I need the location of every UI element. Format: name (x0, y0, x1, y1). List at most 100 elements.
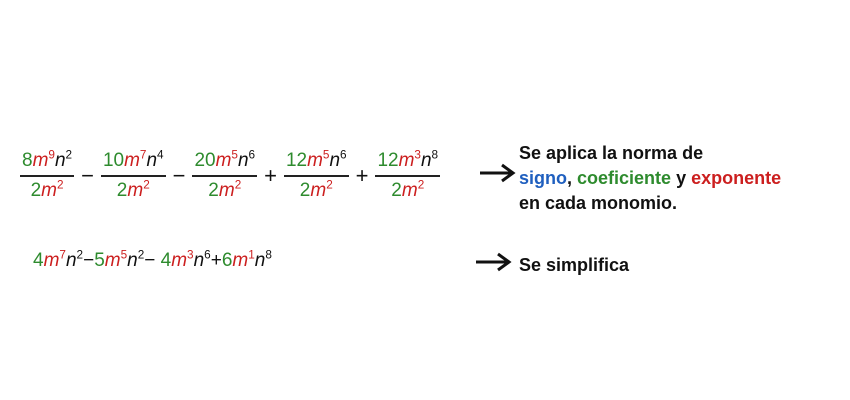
variable-n: n (237, 150, 249, 172)
exponente-word: exponente (691, 168, 782, 188)
denominator: 2m2 (300, 177, 333, 202)
signo-word: signo (519, 168, 567, 188)
right-arrow-icon (476, 252, 512, 272)
result-term-1: 4m7n2− (33, 248, 95, 271)
note-line-2: signo, coeficiente y exponente (519, 166, 781, 191)
exponent-n: 4 (157, 148, 164, 162)
variable-m: m (401, 179, 418, 201)
fraction-bar (375, 175, 441, 177)
variable-n: n (65, 250, 77, 271)
numerator: 20m5n6 (192, 150, 257, 175)
variable-m: m (104, 250, 121, 271)
fraction-term-4: 12m5n6 2m2 (282, 150, 351, 202)
separator: , (567, 168, 578, 188)
exponent-m: 9 (48, 148, 55, 162)
coefficient: 12 (285, 150, 308, 172)
coefficient: 10 (102, 150, 125, 172)
exponent-m: 2 (326, 178, 333, 192)
exponent-m: 2 (56, 178, 64, 192)
conjunction: y (671, 168, 692, 188)
fraction-term-5: 12m3n8 2m2 (373, 150, 442, 202)
variable-m: m (124, 150, 140, 172)
coefficient: 2 (391, 179, 402, 201)
fraction-term-1: 8m9n2 2m2 (18, 150, 76, 202)
exponent-m: 7 (139, 148, 147, 162)
operator: − (81, 163, 94, 188)
exponent-n: 2 (76, 248, 84, 262)
denominator: 2m2 (31, 177, 64, 202)
coefficient: 2 (116, 179, 128, 201)
note-line-3: en cada monomio. (519, 193, 678, 213)
variable-m: m (232, 250, 249, 271)
variable-m: m (41, 179, 57, 201)
coeficiente-word: coeficiente (577, 168, 672, 188)
fraction-bar (20, 175, 75, 177)
numerator: 8m9n2 (20, 150, 74, 175)
exponent-n: 6 (204, 248, 211, 262)
exponent-m: 1 (248, 248, 255, 262)
variable-m: m (32, 150, 49, 172)
variable-n: n (146, 150, 158, 172)
exponent-n: 2 (137, 248, 145, 262)
exponent-m: 2 (143, 178, 150, 192)
fraction-term-2: 10m7n4 2m2 (99, 150, 168, 202)
fraction-term-3: 20m5n6 2m2 (190, 150, 259, 202)
operator: − (83, 250, 95, 271)
exponent-n: 6 (340, 148, 347, 162)
coefficient: 5 (94, 250, 105, 271)
note-line-1: Se aplica la norma de (519, 143, 704, 163)
variable-n: n (193, 250, 205, 271)
variable-m: m (310, 179, 327, 201)
exponent-m: 2 (234, 178, 242, 192)
variable-m: m (127, 179, 144, 201)
numerator: 12m3n8 (375, 150, 440, 175)
variable-m: m (215, 150, 232, 172)
denominator: 2m2 (208, 177, 241, 202)
coefficient: 2 (208, 179, 219, 201)
variable-m: m (171, 250, 188, 271)
result-term-2: 5m5n2− (94, 248, 161, 271)
fraction-bar (192, 175, 258, 177)
operator: + (264, 163, 277, 188)
coefficient: 20 (194, 150, 216, 172)
variable-n: n (329, 150, 341, 172)
variable-n: n (420, 150, 432, 172)
denominator: 2m2 (391, 177, 424, 202)
exponent-m: 7 (59, 248, 66, 262)
exponent-n: 8 (431, 148, 439, 162)
variable-m: m (218, 179, 235, 201)
exponent-n: 2 (65, 148, 73, 162)
exponent-m: 3 (414, 148, 421, 162)
variable-n: n (54, 150, 66, 172)
variable-n: n (127, 250, 138, 271)
exponent-m: 5 (231, 148, 238, 162)
exponent-m: 3 (187, 248, 194, 262)
exponent-m: 5 (322, 148, 330, 162)
numerator: 12m5n6 (284, 150, 349, 175)
coefficient: 8 (22, 150, 33, 172)
exponent-n: 8 (265, 248, 272, 262)
coefficient: 2 (299, 179, 311, 201)
exponent-m: 5 (120, 248, 128, 262)
exponent-n: 6 (248, 148, 256, 162)
result-term-4: 6m1n8 (221, 248, 272, 271)
simplify-note: Se simplifica (519, 255, 630, 275)
fraction-bar (100, 175, 166, 177)
exponent-m: 2 (417, 178, 425, 192)
coefficient: 4 (160, 250, 172, 271)
operator: − (172, 163, 186, 188)
result-term-3: 4m3n6+ (160, 248, 222, 271)
variable-m: m (398, 150, 415, 172)
operator: + (355, 163, 369, 188)
simplified-expression: 4m7n2−5m5n2− 4m3n6+6m1n8 (33, 248, 272, 272)
coefficient: 6 (221, 250, 233, 271)
fraction-bar (283, 175, 349, 177)
fraction-expression: 8m9n2 2m2 − 10m7n4 2m2 − 20m5n6 2m2 + 12… (18, 141, 442, 211)
rule-note: Se aplica la norma de signo, coeficiente… (519, 141, 781, 216)
variable-n: n (254, 250, 266, 271)
coefficient: 2 (30, 179, 42, 201)
operator: − (144, 250, 161, 271)
coefficient: 12 (377, 150, 399, 172)
variable-m: m (43, 250, 60, 271)
operator: + (210, 250, 222, 271)
